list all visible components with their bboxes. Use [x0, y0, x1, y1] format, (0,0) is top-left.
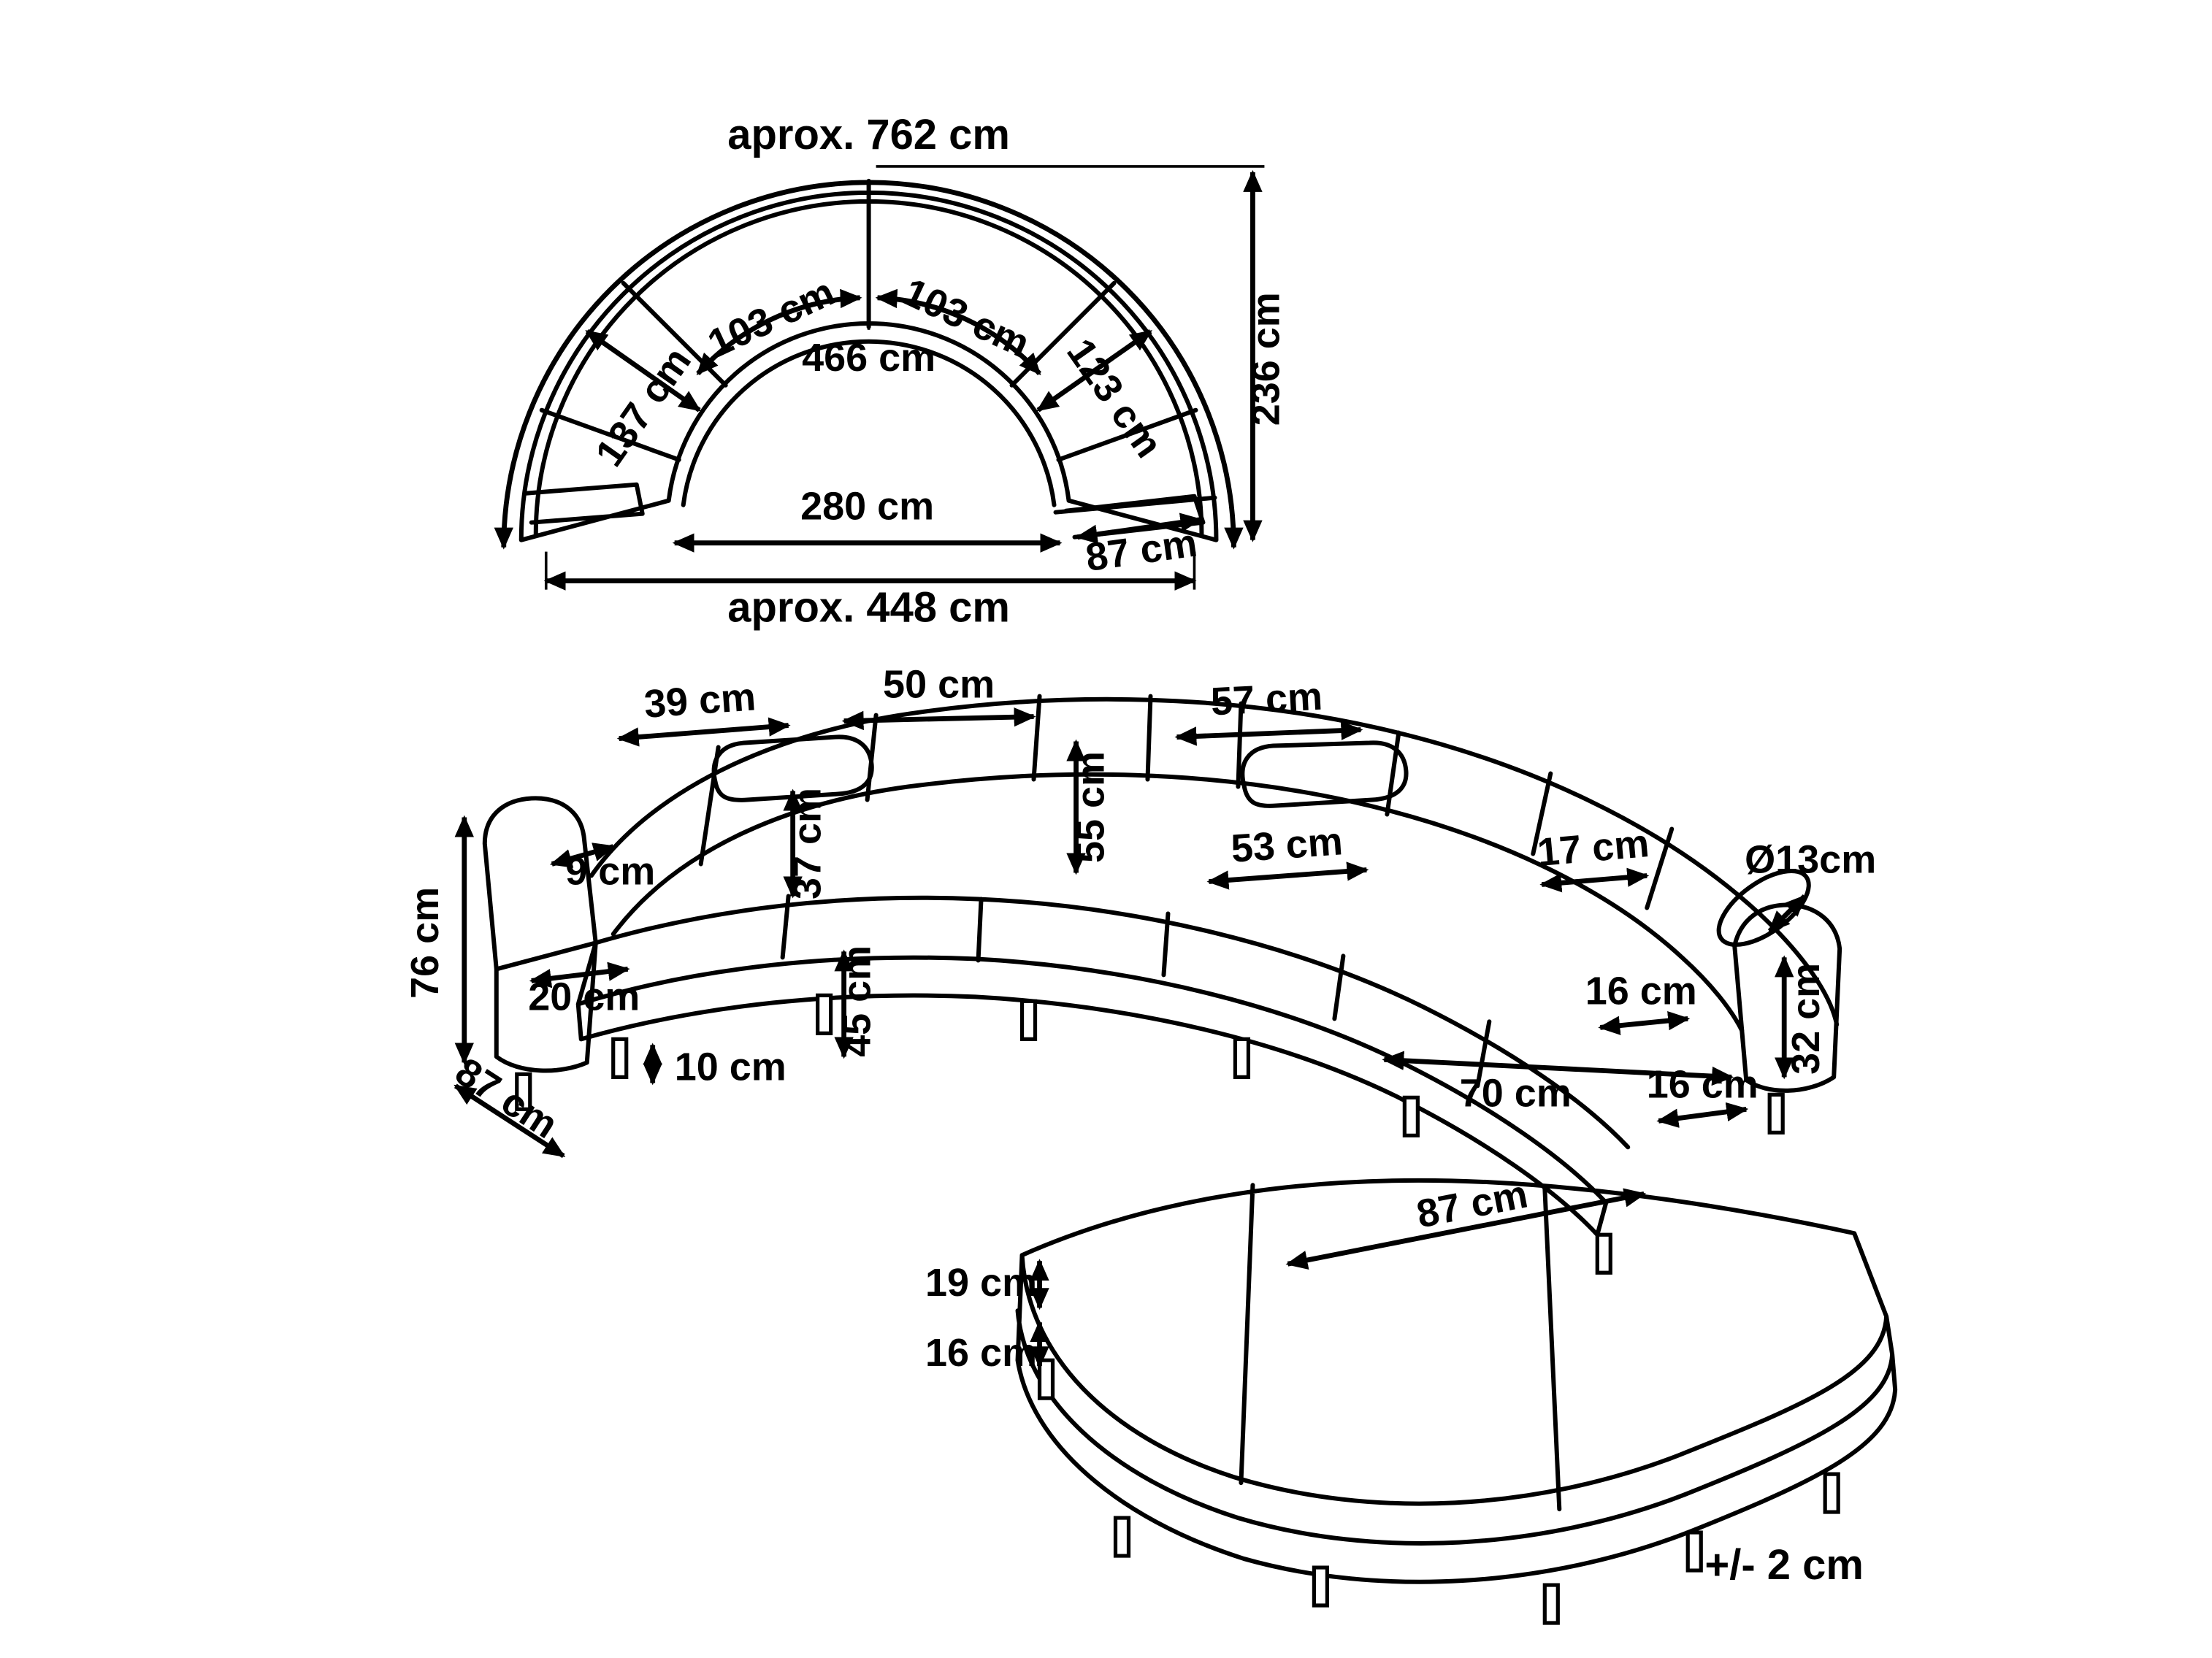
dim-arrow-armrest-depth: [529, 962, 630, 989]
sofa-right-armrest: [1732, 902, 1842, 1093]
dim-arrow-right-depth: [1036, 329, 1152, 412]
dim-arrow-right-base: [1656, 1102, 1749, 1128]
dim-arrow-back-cushion: [1206, 861, 1369, 890]
dim-label-right-base: 16 cm: [1647, 1062, 1758, 1106]
dim-arrow-ottoman-width: [1285, 1188, 1647, 1270]
dim-label-inner-mid-arc: 466 cm: [802, 336, 935, 380]
dim-arrow-outer-arc: [494, 180, 1244, 550]
dim-arrow-headrest-large: [1174, 721, 1363, 746]
dim-arrow-end-module: [1075, 513, 1203, 544]
dim-label-end-module: 87 cm: [1083, 521, 1200, 580]
dim-arrow-seat-arc-left: [696, 288, 862, 376]
sofa-left-armrest: [482, 796, 598, 1073]
dim-label-total-height: 76 cm: [403, 887, 447, 999]
dim-arrow-left-depth: [585, 329, 702, 412]
sofa-ottoman: [1015, 1178, 1898, 1584]
dim-label-backrest-height: 55 cm: [1068, 751, 1112, 863]
dim-label-armrest-top: 9 cm: [565, 849, 655, 893]
dim-arrow-right-cushion: [1598, 1010, 1691, 1035]
dim-label-inner-opening: 280 cm: [800, 485, 934, 529]
dim-label-left-depth: 137 cm: [587, 339, 700, 474]
dim-arrow-armrest-top: [549, 843, 616, 868]
dim-label-neck-roll: Ø13cm: [1745, 837, 1876, 881]
tolerance-note: +/- 2 cm: [1704, 1542, 1864, 1589]
dim-label-armrest-depth: 20 cm: [528, 975, 640, 1018]
plan-view: aprox. 762 cm 103 cm 103 cm 466 cm 137 c…: [494, 112, 1287, 632]
dim-label-outer-arc: aprox. 762 cm: [727, 112, 1010, 158]
dim-arrow-small-cushion: [1539, 867, 1650, 893]
perspective-view: 39 cm 50 cm 57 cm 55 cm 37 cm 9 cm 53 cm…: [403, 663, 1898, 1625]
dim-label-back-cushion: 53 cm: [1230, 819, 1344, 871]
dim-label-ottoman-cushion: 19 cm: [925, 1261, 1037, 1305]
dim-label-cushion-mid: 50 cm: [883, 663, 995, 707]
dim-arrow-headrest-small: [616, 717, 791, 747]
dim-label-headrest-large: 57 cm: [1209, 675, 1323, 724]
dim-label-right-cushion: 16 cm: [1585, 969, 1697, 1013]
dim-label-chaise-inner: 70 cm: [1460, 1071, 1572, 1115]
dim-label-ottoman-base: 16 cm: [925, 1331, 1037, 1375]
dim-label-right-back-height: 32 cm: [1784, 963, 1828, 1075]
dim-arrow-chaise-inner: [1382, 1051, 1734, 1086]
dim-label-headrest-small: 39 cm: [643, 675, 757, 726]
dim-arrow-seat-arc-right: [875, 288, 1042, 376]
dim-label-headrest-height: 37 cm: [786, 788, 830, 899]
dim-arrow-neck-roll: [1767, 894, 1807, 933]
sofa-headrests: [711, 734, 1409, 808]
dim-label-overall-depth: 236 cm: [1244, 292, 1287, 426]
dim-label-leg-height: 10 cm: [675, 1045, 787, 1089]
sofa-legs: [515, 993, 1840, 1625]
dim-label-overall-width: aprox. 448 cm: [727, 585, 1010, 632]
dim-arrow-cushion-mid: [841, 707, 1036, 731]
dim-label-right-depth: 123 cm: [1058, 331, 1171, 465]
dim-label-small-cushion: 17 cm: [1536, 821, 1651, 875]
dim-label-seat-height: 45 cm: [835, 945, 879, 1057]
dim-arrow-side-depth: [454, 1083, 566, 1159]
